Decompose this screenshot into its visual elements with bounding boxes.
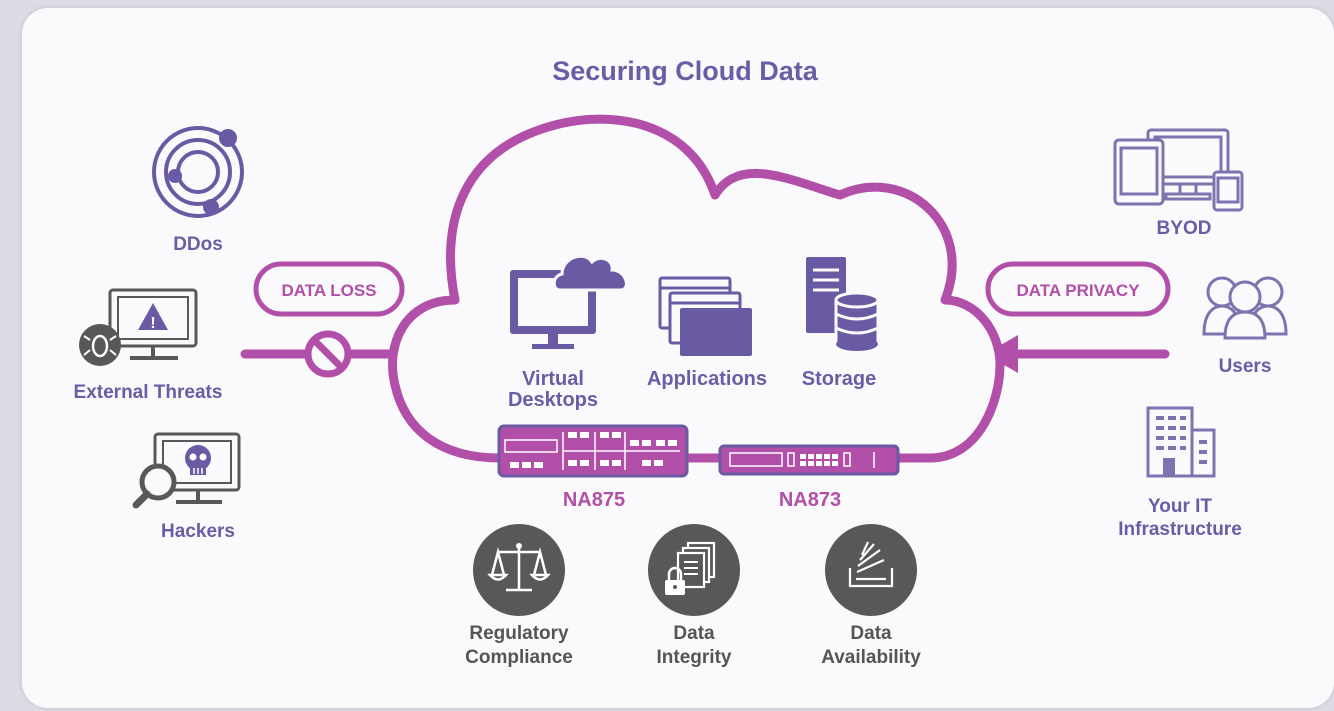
storage-database-icon <box>806 257 880 351</box>
data-privacy-label: DATA PRIVACY <box>1016 281 1140 300</box>
it-infrastructure-label-2: Infrastructure <box>1118 519 1242 540</box>
document-lock-icon <box>648 524 740 616</box>
it-infrastructure-label-1: Your IT <box>1148 496 1212 517</box>
external-threats-label: External Threats <box>74 382 223 403</box>
data-loss-label: DATA LOSS <box>281 281 376 300</box>
ddos-label: DDos <box>173 234 223 255</box>
virtual-desktops-label-2: Desktops <box>508 389 598 411</box>
ddos-orbit-icon <box>152 126 244 218</box>
appliance-na875-icon <box>497 424 689 478</box>
blocked-icon <box>304 330 352 378</box>
data-availability-label-1: Data <box>850 623 892 644</box>
applications-windows-icon <box>658 276 752 356</box>
scales-icon <box>473 524 565 616</box>
na873-label: NA873 <box>779 489 841 511</box>
data-privacy-pill: DATA PRIVACY <box>985 261 1171 317</box>
applications-label: Applications <box>647 368 767 390</box>
regulatory-compliance-label-2: Compliance <box>465 647 573 668</box>
na875-label: NA875 <box>563 489 625 511</box>
building-icon <box>1146 406 1216 478</box>
regulatory-compliance-label-1: Regulatory <box>469 623 569 644</box>
data-loss-pill: DATA LOSS <box>253 261 405 317</box>
diagram-title: Securing Cloud Data <box>552 56 819 86</box>
svg-text:!: ! <box>150 315 155 332</box>
data-availability-label-2: Availability <box>821 647 921 668</box>
users-group-icon <box>1202 276 1288 340</box>
stacked-sheets-icon <box>825 524 917 616</box>
external-threats-monitor-icon: ! <box>79 288 198 366</box>
byod-devices-icon <box>1113 128 1244 212</box>
storage-label: Storage <box>802 368 876 390</box>
hackers-label: Hackers <box>161 521 235 542</box>
hacker-skull-icon <box>132 432 241 509</box>
virtual-desktops-label-1: Virtual <box>522 368 584 390</box>
byod-label: BYOD <box>1157 218 1212 239</box>
data-integrity-label-2: Integrity <box>657 647 732 668</box>
appliance-na873-icon <box>718 444 900 476</box>
data-integrity-label-1: Data <box>673 623 715 644</box>
users-label: Users <box>1219 356 1272 377</box>
virtual-desktop-icon <box>510 254 628 349</box>
